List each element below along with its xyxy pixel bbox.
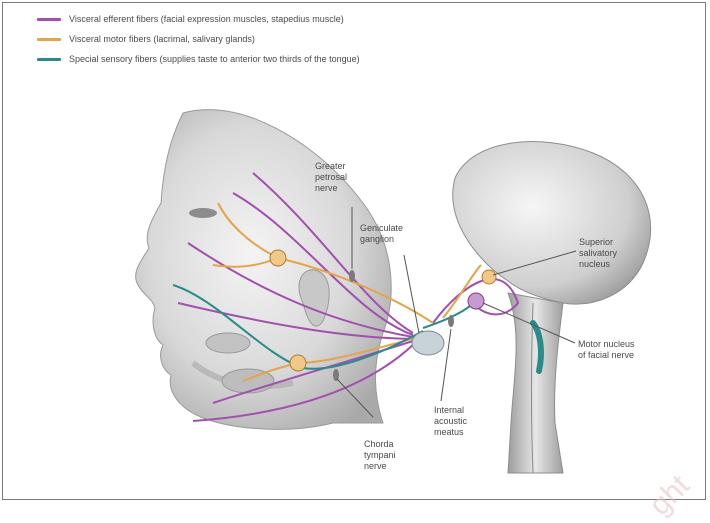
motor-nucleus-of-facial-nerve bbox=[468, 293, 484, 309]
geniculate-ganglion bbox=[412, 331, 444, 355]
superior-salivatory-nucleus bbox=[482, 270, 496, 284]
pterygopalatine-ganglion bbox=[270, 250, 286, 266]
nerve-cut-marker bbox=[448, 315, 454, 327]
brainstem-shape bbox=[508, 293, 563, 473]
nerve-cut-marker bbox=[333, 369, 339, 381]
label-internal-acoustic-meatus: Internal acoustic meatus bbox=[434, 405, 467, 438]
label-geniculate-ganglion: Geniculate ganglion bbox=[360, 223, 403, 245]
eye-shape bbox=[189, 208, 217, 218]
figure-frame: Visceral efferent fibers (facial express… bbox=[2, 2, 706, 500]
nerve-cut-marker bbox=[349, 270, 355, 282]
label-motor-nucleus: Motor nucleus of facial nerve bbox=[578, 339, 635, 361]
label-greater-petrosal-nerve: Greater petrosal nerve bbox=[315, 161, 347, 194]
label-superior-salivatory-nucleus: Superior salivatory nucleus bbox=[579, 237, 617, 270]
label-chorda-tympani-nerve: Chorda tympani nerve bbox=[364, 439, 396, 472]
submandibular-ganglion bbox=[290, 355, 306, 371]
gland-shape bbox=[206, 333, 250, 353]
